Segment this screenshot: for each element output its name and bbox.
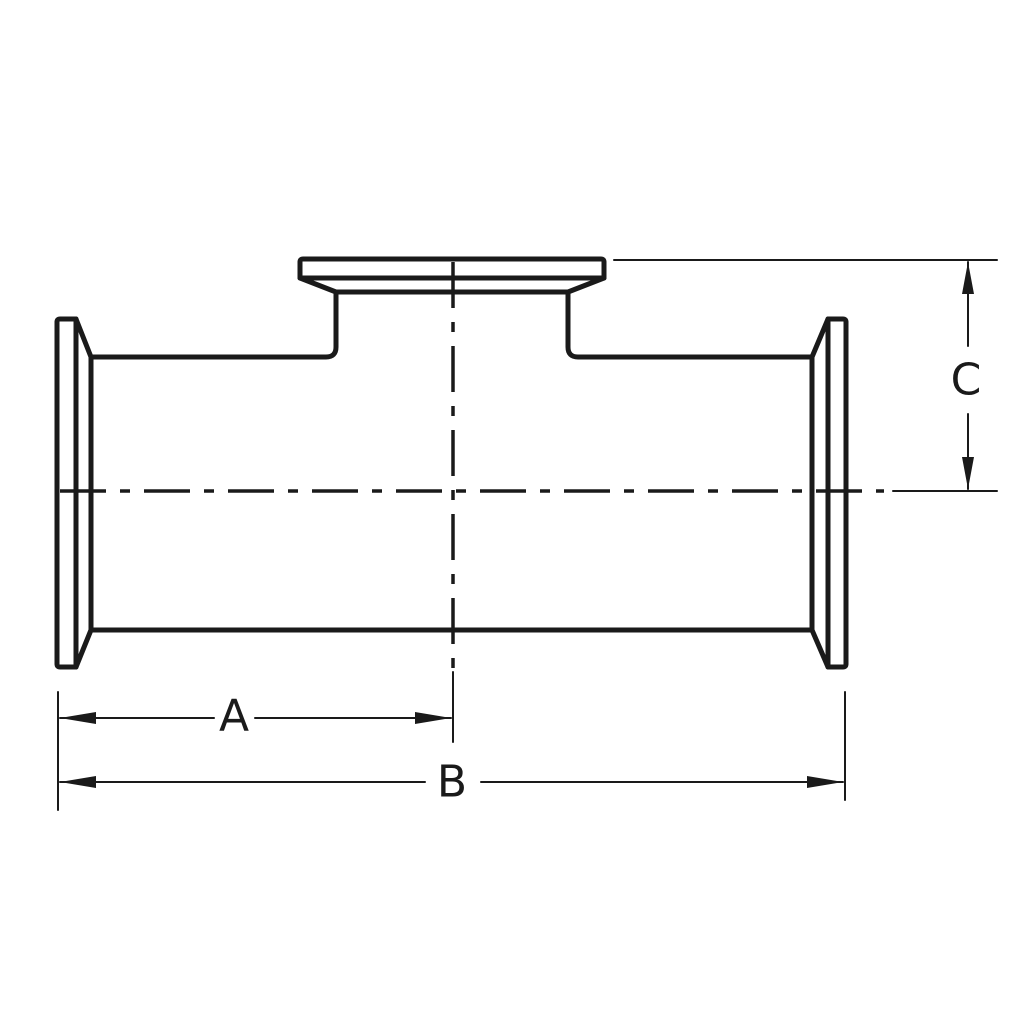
branch-flange-outline bbox=[297, 256, 607, 295]
centerlines bbox=[60, 262, 884, 743]
dim-b-label: B bbox=[437, 757, 467, 808]
dim-b-arrow-right-icon bbox=[807, 776, 843, 788]
dim-c-arrow-down-icon bbox=[962, 457, 974, 489]
left-flange-outline bbox=[54, 316, 94, 670]
right-flange-outline bbox=[809, 316, 849, 670]
left-ferrule bbox=[54, 316, 94, 670]
dim-c-arrow-up-icon bbox=[962, 262, 974, 294]
dim-c-label: C bbox=[951, 355, 982, 406]
dim-a-label: A bbox=[219, 691, 249, 742]
dimension-c: C bbox=[613, 259, 998, 492]
dim-a-arrow-left-icon bbox=[60, 712, 96, 724]
body-top-right-edge bbox=[565, 289, 815, 360]
body-top-left-edge bbox=[88, 289, 339, 360]
dimension-b: B bbox=[59, 691, 846, 808]
dim-a-arrow-right-icon bbox=[415, 712, 451, 724]
right-ferrule bbox=[809, 316, 849, 670]
dimension-a: A bbox=[57, 691, 452, 811]
dim-b-arrow-left-icon bbox=[60, 776, 96, 788]
